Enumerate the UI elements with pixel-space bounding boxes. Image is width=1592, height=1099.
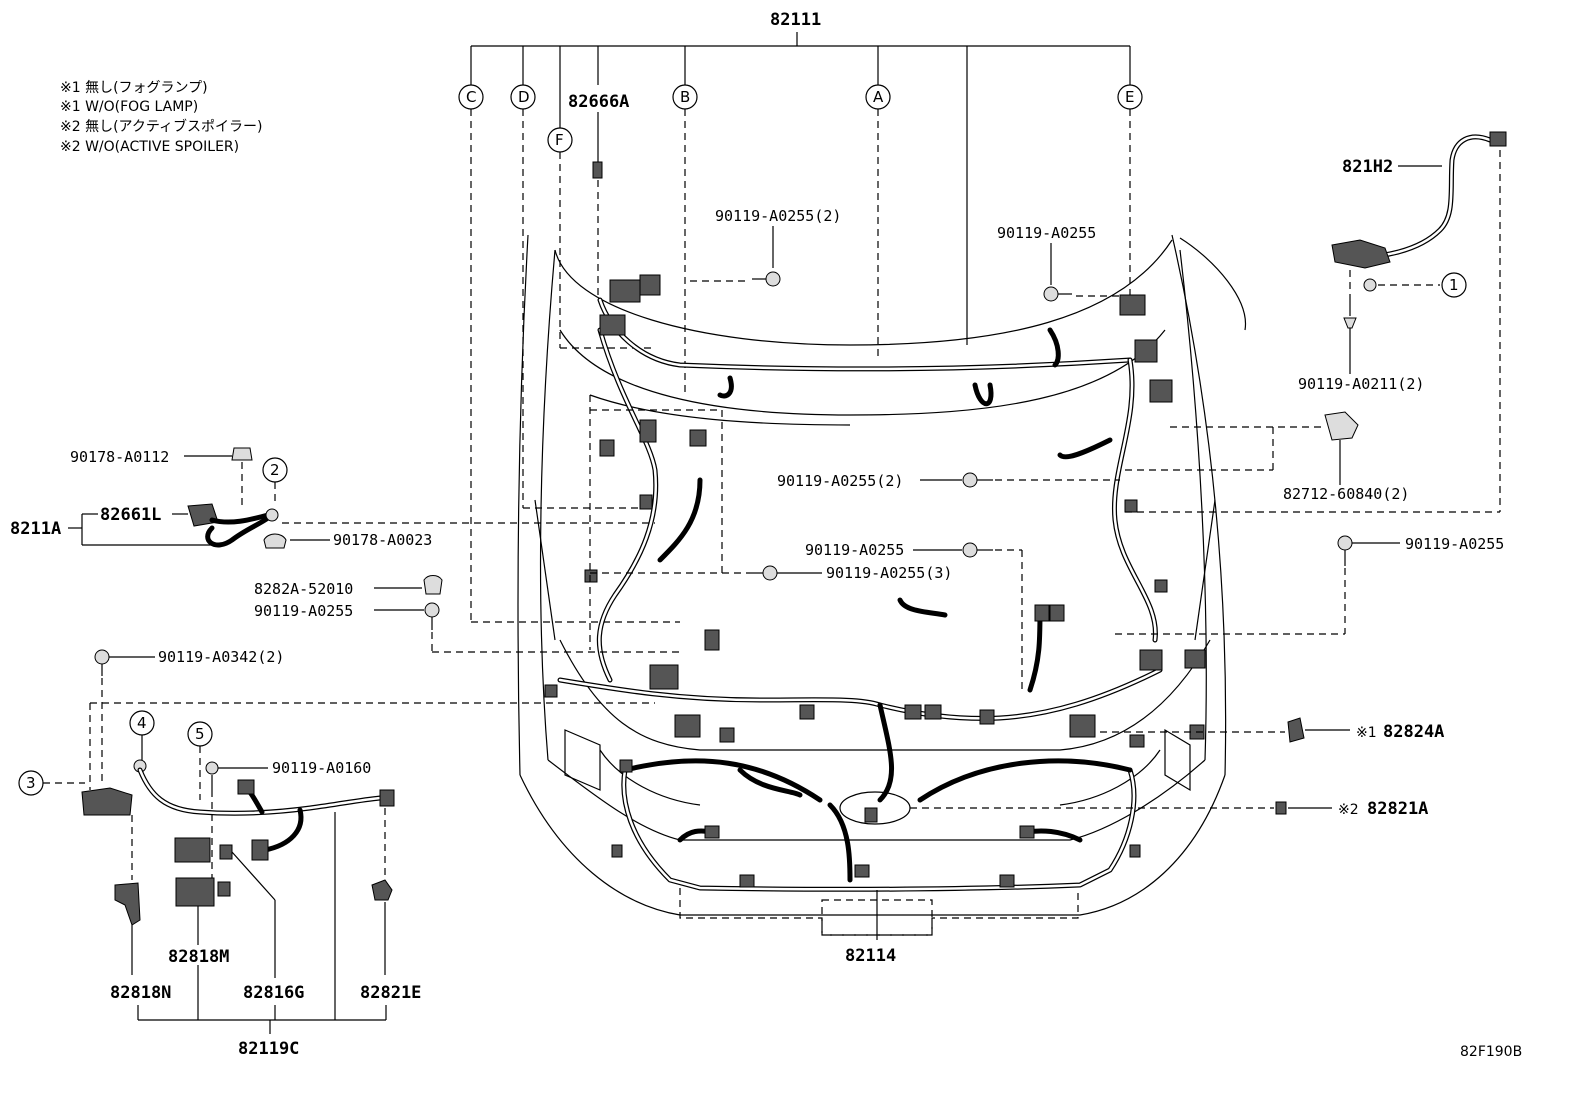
callout-4: 4: [137, 714, 147, 732]
label-90178-A0112: 90178-A0112: [70, 448, 169, 466]
part-8211A: 8211A 82661L 2: [10, 457, 655, 548]
callout-C: C: [458, 84, 484, 110]
bolt-90119-A0255-2-top: 90119-A0255(2): [690, 207, 841, 287]
figure-code: 82F190B: [1460, 1044, 1522, 1060]
part-8282A-52010: 8282A-52010: [254, 575, 443, 598]
svg-text:F: F: [555, 131, 564, 149]
callout-5: 5: [195, 725, 205, 743]
label-82816G: 82816G: [243, 983, 304, 1003]
callout-D: D: [510, 84, 536, 110]
mark-82824A: ※1: [1356, 725, 1377, 741]
label-90119-A0255-3: 90119-A0255(3): [826, 564, 952, 582]
callout-leaders: [470, 109, 1131, 623]
bolt-90119-A0255-3: 90119-A0255(3): [589, 395, 952, 650]
part-90178-A0023: 90178-A0023: [263, 531, 432, 549]
label-82821A: 82821A: [1367, 799, 1428, 819]
svg-text:A: A: [873, 88, 884, 106]
label-82712-60840-2: 82712-60840(2): [1283, 485, 1409, 503]
svg-text:D: D: [518, 88, 530, 106]
mark-82821A: ※2: [1338, 802, 1359, 818]
label-82818M: 82818M: [168, 947, 229, 967]
bracket-82111: 82111: [470, 10, 1131, 345]
label-82824A: 82824A: [1383, 722, 1444, 742]
label-90119-A0255-2-mid: 90119-A0255(2): [777, 472, 903, 490]
bolt-90119-A0255-right: 90119-A0255: [1115, 535, 1504, 635]
label-82821E: 82821E: [360, 983, 421, 1003]
callout-1: 1: [1449, 276, 1459, 294]
part-82821A: ※2 82821A: [910, 799, 1428, 819]
label-8211A: 8211A: [10, 519, 61, 539]
bolt-90119-A0255-left: 90119-A0255: [254, 602, 680, 653]
label-90119-A0255-center: 90119-A0255: [805, 541, 904, 559]
label-821H2: 821H2: [1342, 157, 1393, 177]
label-82661L: 82661L: [100, 505, 161, 525]
harness-82114: 82114: [611, 758, 1141, 966]
harness-82111: [544, 274, 1206, 803]
label-90119-A0255-right: 90119-A0255: [1405, 535, 1504, 553]
label-90119-A0255-left: 90119-A0255: [254, 602, 353, 620]
label-90119-A0255-top-right: 90119-A0255: [997, 224, 1096, 242]
part-82824A: ※1 82824A: [1100, 717, 1444, 743]
part-82666A: 82666A: [568, 92, 629, 300]
label-82119C: 82119C: [238, 1039, 299, 1059]
notes-block: ※1 無し(フォグランプ) ※1 W/O(FOG LAMP) ※2 無し(アクテ…: [60, 80, 262, 155]
label-82666A: 82666A: [568, 92, 629, 112]
bolt-90119-A0255-2-mid: 90119-A0255(2): [777, 472, 1120, 490]
part-821H2: 821H2 1 90119-A0211(2): [1125, 131, 1507, 513]
callout-2: 2: [270, 461, 280, 479]
label-82818N: 82818N: [110, 983, 171, 1003]
label-82114: 82114: [845, 946, 896, 966]
part-82712-60840: 82712-60840(2): [1125, 411, 1409, 503]
note-line-1: ※1 無し(フォグランプ): [60, 80, 208, 96]
callout-A: A: [865, 84, 891, 110]
callout-F: F: [547, 127, 573, 153]
callout-B: B: [672, 84, 698, 110]
label-8282A-52010: 8282A-52010: [254, 580, 353, 598]
label-90119-A0342-2: 90119-A0342(2): [158, 648, 284, 666]
label-90178-A0023: 90178-A0023: [333, 531, 432, 549]
label-90119-A0211-2: 90119-A0211(2): [1298, 375, 1424, 393]
part-90178-A0112: 90178-A0112: [70, 447, 253, 510]
bolt-90119-A0255-center: 90119-A0255: [805, 541, 1023, 690]
harness-82119C: 3 4 5 90119-A0160: [18, 710, 421, 1059]
svg-text:C: C: [466, 88, 476, 106]
svg-text:B: B: [680, 88, 690, 106]
callout-3: 3: [26, 774, 36, 792]
bolt-90119-A0255-top-right: 90119-A0255: [997, 224, 1120, 302]
note-line-2: ※1 W/O(FOG LAMP): [60, 99, 198, 115]
callout-E: E: [1117, 84, 1143, 110]
label-82111: 82111: [770, 10, 821, 30]
svg-text:E: E: [1125, 88, 1134, 106]
note-line-4: ※2 W/O(ACTIVE SPOILER): [60, 139, 239, 155]
label-90119-A0255-2-top: 90119-A0255(2): [715, 207, 841, 225]
label-90119-A0160: 90119-A0160: [272, 759, 371, 777]
note-line-3: ※2 無し(アクティブスポイラー): [60, 118, 262, 135]
bolt-90119-A0342-2: 90119-A0342(2): [89, 648, 655, 790]
